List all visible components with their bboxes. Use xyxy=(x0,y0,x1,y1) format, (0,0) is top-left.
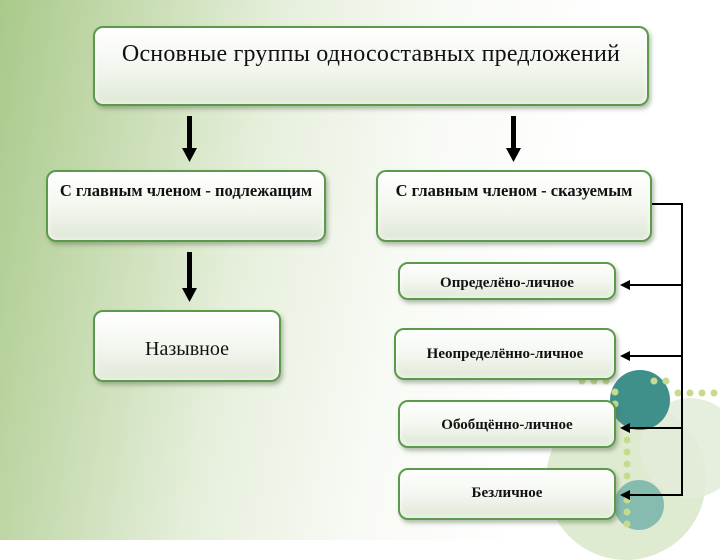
group-subject-box: С главным членом - подлежащим xyxy=(46,170,326,242)
connectors xyxy=(182,116,683,500)
arrow-title-to-subject xyxy=(182,116,197,162)
type-definite-box: Определёно-личное xyxy=(398,262,616,300)
decor-circle-teal-small xyxy=(614,480,664,530)
title-box: Основные группы односоставных предложени… xyxy=(93,26,649,106)
diagram-title: Основные группы односоставных предложени… xyxy=(121,41,621,67)
type-nominative-box: Назывное xyxy=(93,310,281,382)
type-definite-label: Определёно-личное xyxy=(440,275,574,291)
type-nominative-label: Назывное xyxy=(145,338,229,360)
group-subject-label: С главным членом - подлежащим xyxy=(59,181,313,200)
group-predicate-label: С главным членом - сказуемым xyxy=(395,181,633,200)
arrow-subject-to-nominative xyxy=(182,252,197,302)
type-generalized-label: Обобщённо-личное xyxy=(441,417,573,433)
type-impersonal-label: Безличное xyxy=(471,485,543,501)
decor-circle-teal xyxy=(610,370,670,430)
type-indefinite-label: Неопределённо-личное xyxy=(426,346,584,362)
group-predicate-box: С главным членом - сказуемым xyxy=(376,170,652,242)
type-indefinite-box: Неопределённо-личное xyxy=(394,328,616,380)
type-generalized-box: Обобщённо-личное xyxy=(398,400,616,448)
arrow-title-to-predicate xyxy=(506,116,521,162)
type-impersonal-box: Безличное xyxy=(398,468,616,520)
